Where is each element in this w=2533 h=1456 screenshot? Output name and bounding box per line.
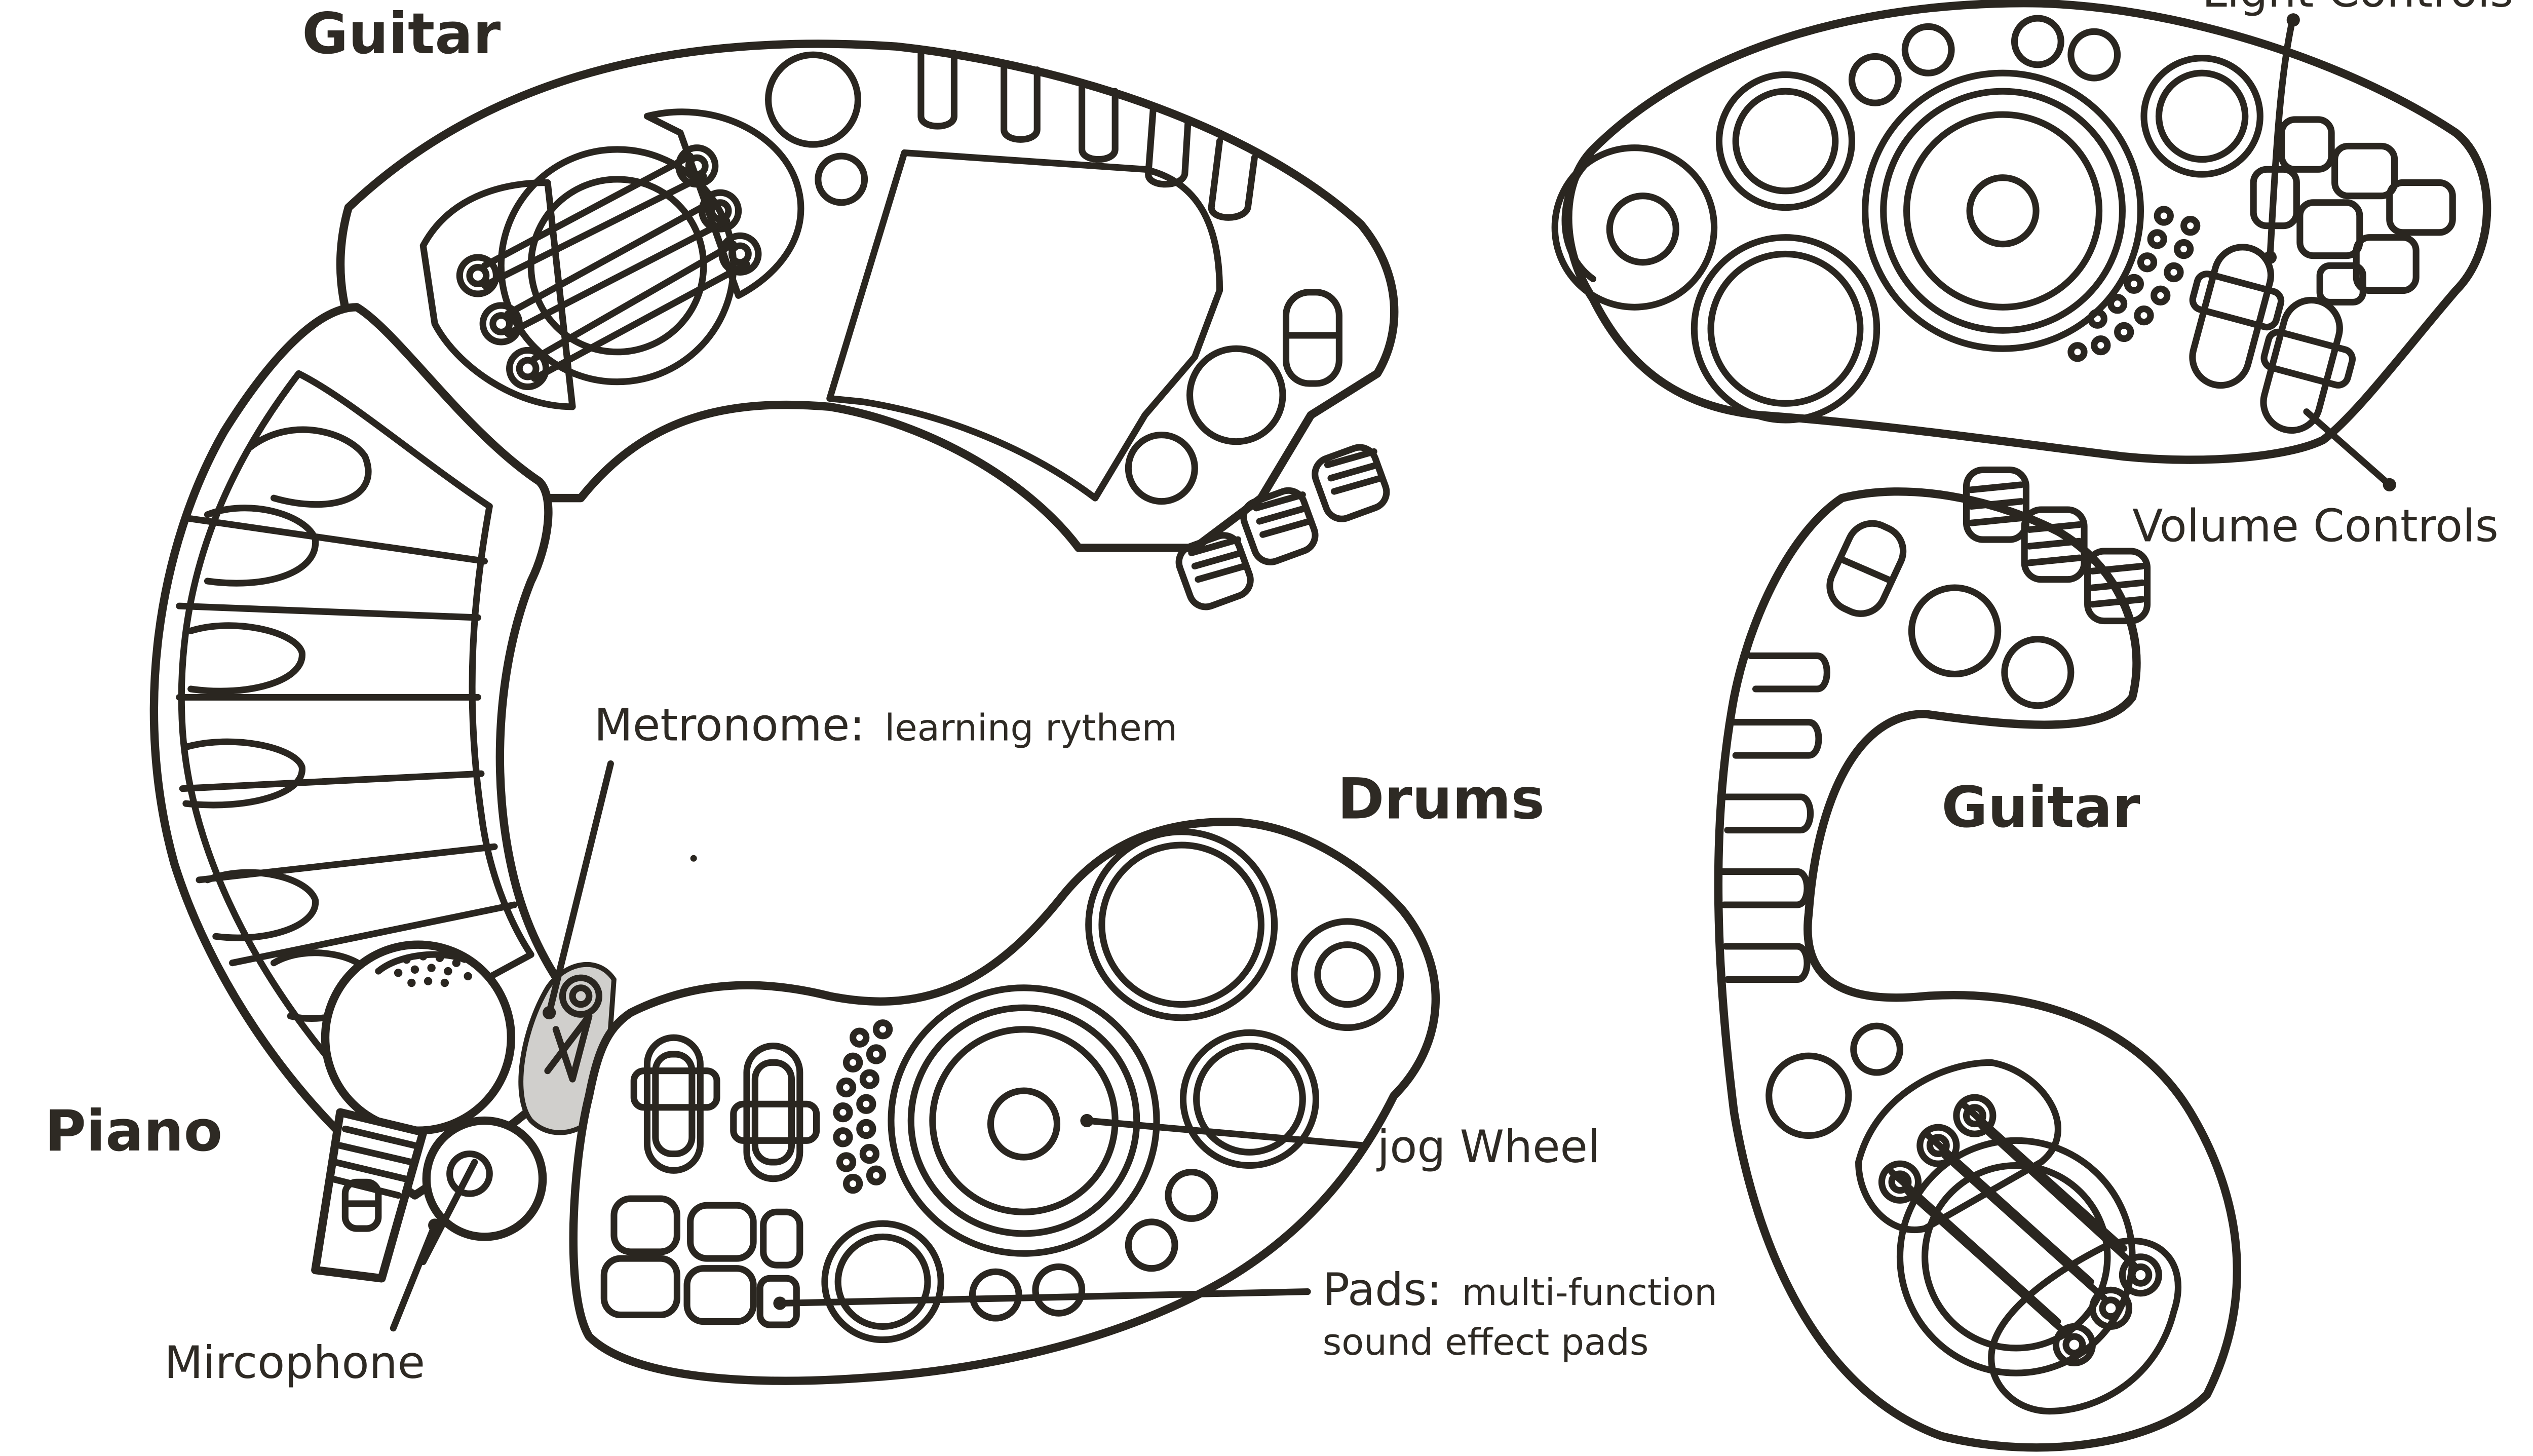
callout-lines [390,13,2396,1332]
microphone [311,940,547,1283]
label-drums: Drums [1337,767,1545,832]
metronome-desc: learning rythem [885,707,1177,749]
pads-title: Pads: [1323,1263,1442,1316]
guitar-top-section [336,40,1399,610]
label-light-controls: Light Controls [2202,0,2514,17]
label-piano: Piano [45,1099,222,1164]
guitar-right-section [1714,466,2241,1452]
metronome-title: Metronome: [594,699,865,751]
label-jog-wheel: jog Wheel [1376,1121,1600,1173]
drums-section [569,817,1440,1385]
label-pads: Pads: multi-function [1323,1263,1717,1316]
label-metronome: Metronome: learning rythem [594,699,1177,751]
label-guitar-right: Guitar [1941,775,2140,840]
pads-desc-line-1: multi-function [1462,1271,1717,1314]
label-volume-controls: Volume Controls [2132,500,2499,552]
label-microphone: Mircophone [164,1336,425,1389]
right-top-device [1551,0,2491,464]
label-guitar-top: Guitar [302,2,501,67]
label-pads-desc-2: sound effect pads [1323,1321,1649,1363]
